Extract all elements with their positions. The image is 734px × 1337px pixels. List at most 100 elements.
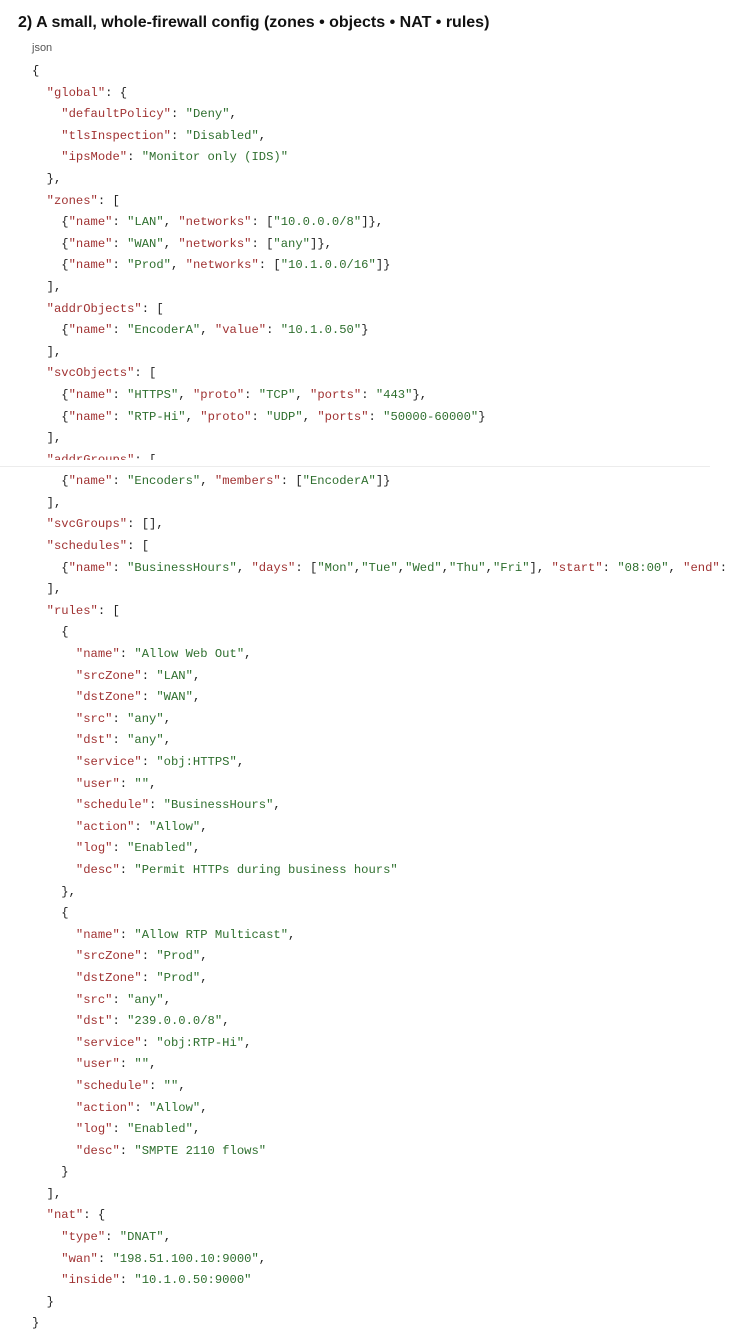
json-punct: : xyxy=(112,236,128,251)
json-key: "networks" xyxy=(178,236,252,251)
json-punct: ], xyxy=(529,560,552,575)
json-punct: , xyxy=(200,323,215,338)
json-punct: ], xyxy=(32,1186,62,1201)
json-string: "TCP" xyxy=(258,387,296,402)
json-string: "Wed" xyxy=(405,560,442,575)
json-punct: : [ xyxy=(258,258,281,273)
json-punct xyxy=(32,841,76,855)
json-punct: : xyxy=(266,323,281,338)
json-punct: : xyxy=(141,970,157,985)
code-line: ], xyxy=(32,342,734,364)
json-punct xyxy=(32,1230,61,1244)
json-string: "Fri" xyxy=(492,560,530,575)
json-key: "rules" xyxy=(46,603,98,618)
json-string: "" xyxy=(134,776,150,791)
code-line: } xyxy=(32,1162,734,1184)
json-punct: ], xyxy=(32,495,62,510)
json-punct: , xyxy=(149,1057,157,1072)
json-punct xyxy=(32,798,76,812)
json-punct xyxy=(32,302,47,316)
code-line: "schedule": "BusinessHours", xyxy=(32,795,734,817)
json-punct: , xyxy=(302,409,318,424)
json-punct xyxy=(32,1057,76,1071)
json-punct: : xyxy=(105,1230,120,1245)
json-punct xyxy=(32,1036,76,1050)
screenshot-seam-line xyxy=(0,466,710,467)
json-punct xyxy=(32,647,76,661)
json-string: "Permit HTTPs during business hours" xyxy=(134,862,398,877)
json-punct: : xyxy=(119,776,135,791)
json-string: "Prod" xyxy=(156,949,201,964)
json-key: "tlsInspection" xyxy=(61,128,171,143)
json-punct: , xyxy=(163,711,172,726)
json-string: "10.1.0.50:9000" xyxy=(134,1273,252,1288)
json-punct: : xyxy=(112,711,128,726)
json-punct xyxy=(32,539,47,553)
json-punct: { xyxy=(32,906,69,921)
json-punct: } xyxy=(32,1294,54,1309)
json-string: "HTTPS" xyxy=(127,387,179,402)
code-line: "schedule": "", xyxy=(32,1076,734,1098)
json-punct: : xyxy=(119,1143,135,1158)
json-string: "any" xyxy=(127,711,164,726)
json-punct xyxy=(32,820,76,834)
json-punct: , xyxy=(236,755,245,769)
json-punct: , xyxy=(244,647,252,662)
code-line: "dst": "239.0.0.0/8", xyxy=(32,1011,734,1033)
code-line: "nat": { xyxy=(32,1205,734,1227)
json-punct: , xyxy=(192,690,201,705)
json-punct xyxy=(32,690,76,704)
code-line: "desc": "Permit HTTPs during business ho… xyxy=(32,860,734,882)
code-line: "svcObjects": [ xyxy=(32,363,734,385)
json-key: "dst" xyxy=(75,1014,113,1029)
json-key: "srcZone" xyxy=(75,668,142,683)
json-string: "Disabled" xyxy=(185,128,259,143)
json-punct: : [ xyxy=(97,193,120,208)
code-line: "log": "Enabled", xyxy=(32,838,734,860)
code-line: "srcZone": "LAN", xyxy=(32,666,734,688)
code-line: "desc": "SMPTE 2110 flows" xyxy=(32,1141,734,1163)
json-string: "BusinessHours" xyxy=(163,798,274,813)
json-punct: : xyxy=(119,927,135,942)
json-punct xyxy=(32,755,76,769)
json-key: "action" xyxy=(75,819,135,834)
json-punct: , xyxy=(668,560,684,575)
json-key: "user" xyxy=(75,776,120,791)
json-punct: : xyxy=(112,323,128,338)
json-key: "schedule" xyxy=(75,1078,150,1093)
json-key: "wan" xyxy=(61,1251,98,1266)
json-punct xyxy=(32,777,76,791)
code-line: {"name": "LAN", "networks": ["10.0.0.0/8… xyxy=(32,212,734,234)
json-key: "name" xyxy=(68,215,113,230)
json-punct xyxy=(32,712,76,726)
json-string: "LAN" xyxy=(127,215,164,230)
json-punct: , xyxy=(200,819,208,834)
code-line: {"name": "HTTPS", "proto": "TCP", "ports… xyxy=(32,385,734,407)
json-punct: { xyxy=(32,323,69,338)
json-punct xyxy=(32,863,76,877)
section-heading: 2) A small, whole-firewall config (zones… xyxy=(18,14,490,31)
json-punct xyxy=(32,949,76,963)
code-line: "user": "", xyxy=(32,774,734,796)
code-line: { xyxy=(32,61,734,83)
json-string: "BusinessHours" xyxy=(127,560,237,575)
json-punct: : xyxy=(112,258,128,273)
json-punct xyxy=(32,129,61,143)
json-string: "EncoderA" xyxy=(302,474,376,489)
json-key: "name" xyxy=(75,927,120,942)
json-key: "defaultPolicy" xyxy=(61,107,171,122)
json-punct: { xyxy=(32,409,69,424)
json-key: "zones" xyxy=(46,193,98,208)
json-string: "Monitor only (IDS)" xyxy=(141,150,289,165)
json-punct xyxy=(32,107,61,121)
json-key: "src" xyxy=(75,711,113,726)
code-line: {"name": "WAN", "networks": ["any"]}, xyxy=(32,234,734,256)
json-punct: , xyxy=(185,409,201,424)
json-punct: } xyxy=(361,323,369,338)
code-line: ], xyxy=(32,493,734,515)
json-punct: , xyxy=(244,1035,252,1050)
json-string: "Prod" xyxy=(156,970,201,985)
json-punct: , xyxy=(200,1100,208,1115)
json-punct: : xyxy=(97,1251,113,1266)
code-language-label: json xyxy=(32,42,53,54)
